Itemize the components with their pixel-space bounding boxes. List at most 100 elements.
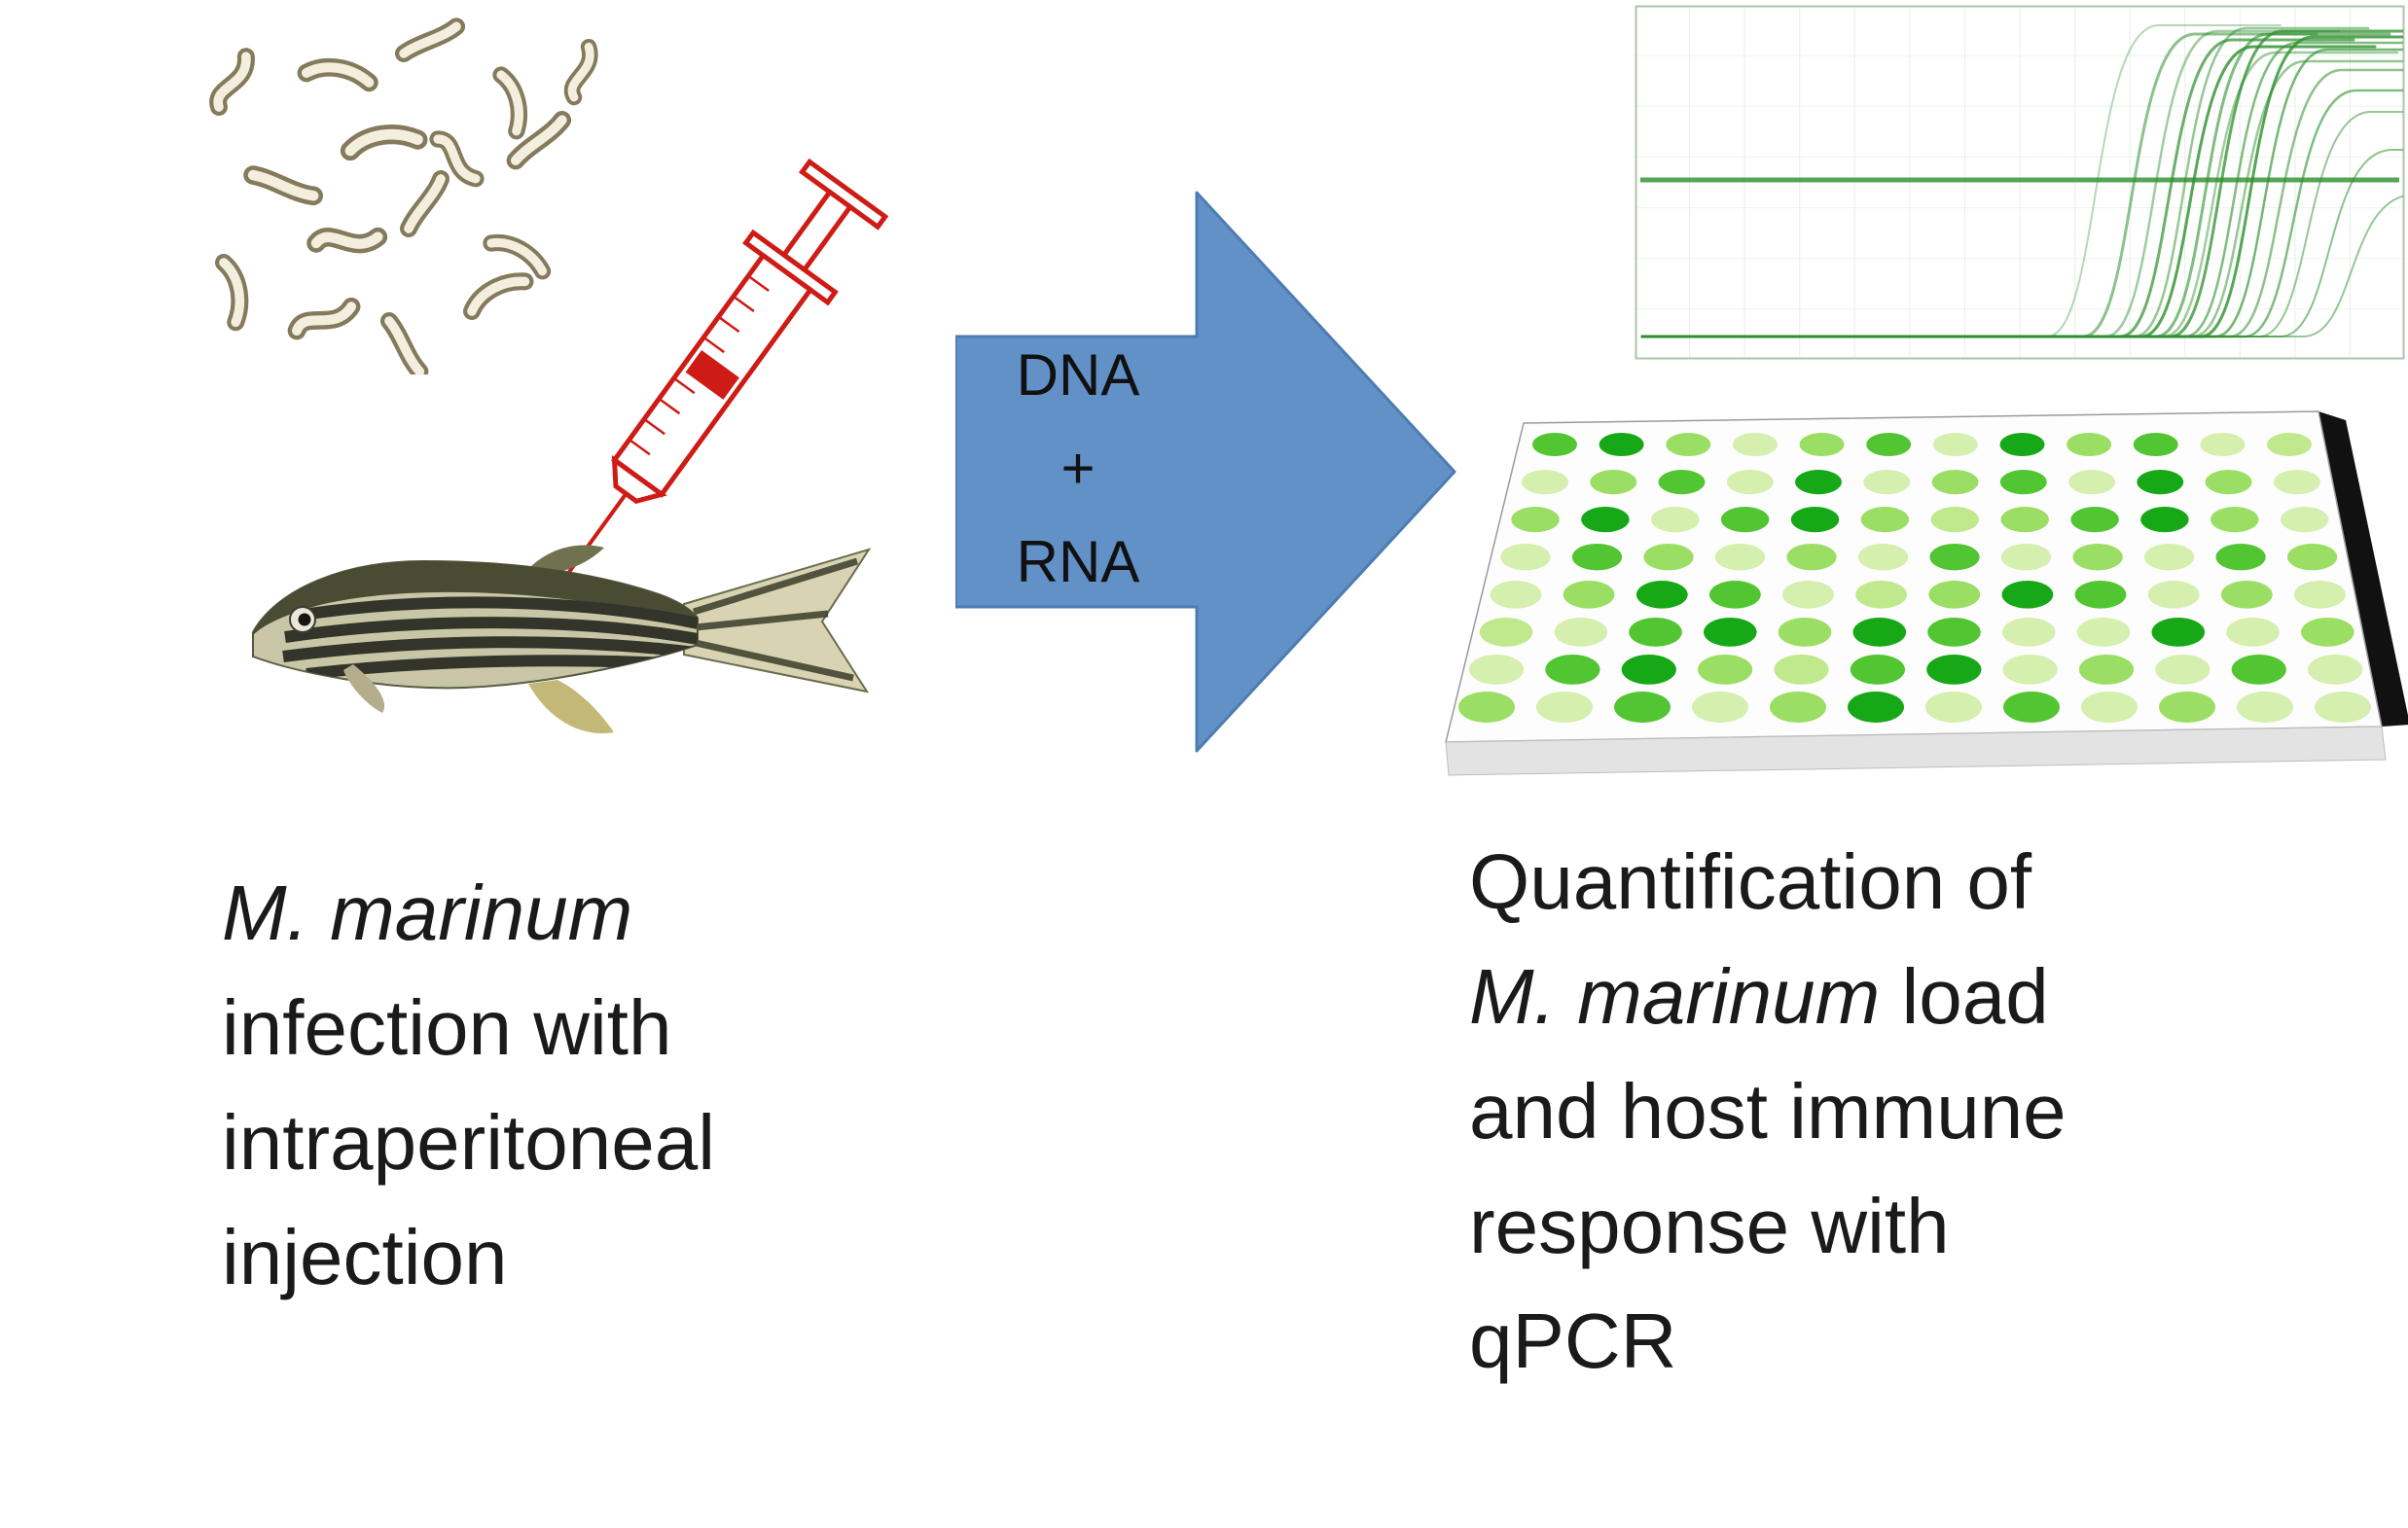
plate-well (2151, 618, 2206, 647)
plate-well (1522, 470, 1568, 495)
plate-well (2001, 581, 2054, 609)
plate-well (1614, 692, 1671, 723)
plate-well (2205, 470, 2252, 495)
right-caption-line1: Quantification of (1469, 838, 2032, 925)
right-caption-line5: qPCR (1469, 1297, 1677, 1384)
plate-well (2081, 692, 2138, 723)
plate-well (2301, 618, 2354, 647)
qpcr-amplification-plot (1635, 5, 2405, 360)
plate-well (1857, 544, 1909, 571)
fish-tail-stripes (692, 557, 859, 682)
plate-well (1698, 655, 1753, 685)
syringe-plunger-rod (780, 188, 854, 273)
plate-well (2231, 655, 2286, 685)
fish-anal-fin (528, 680, 614, 734)
plate-well (1790, 507, 1840, 533)
plate-well (2147, 581, 2200, 609)
plate-well (1770, 692, 1826, 723)
plate-well (2002, 655, 2058, 685)
plate-well (1860, 507, 1910, 533)
plate-well (1651, 507, 1700, 533)
well-plate-icon (1445, 410, 2408, 776)
plate-well (1581, 507, 1630, 533)
plate-well (1932, 433, 1978, 456)
plate-well (1532, 433, 1577, 456)
flow-arrow-icon (955, 191, 1456, 753)
plate-well (1629, 618, 1682, 647)
plate-well (1866, 433, 1912, 456)
plate-well (1927, 618, 1981, 647)
plate-well (2000, 544, 2052, 571)
qpcr-curves (1640, 24, 2403, 338)
plate-well (2210, 507, 2259, 533)
plate-well (1720, 507, 1770, 533)
plate-wells (1458, 433, 2371, 723)
plate-well (1778, 618, 1832, 647)
plate-well (1590, 470, 1637, 495)
plate-well (1468, 655, 1525, 685)
plate-well (1774, 655, 1829, 685)
plate-well (2070, 507, 2119, 533)
right-caption: Quantification of M. marinum load and ho… (1469, 825, 2067, 1399)
plate-well (1621, 655, 1676, 685)
plate-well (1782, 581, 1834, 609)
left-caption-line3: intraperitoneal (222, 1099, 715, 1186)
plate-well (1931, 470, 1979, 495)
plate-well (1926, 655, 1982, 685)
plate-well (1709, 581, 1761, 609)
plate-well (1536, 692, 1593, 723)
arrow-label-line-dna: DNA (1016, 342, 1140, 408)
plate-well (1545, 655, 1600, 685)
fish-dorsal-fin (528, 545, 604, 575)
plate-well (1490, 581, 1542, 609)
flow-arrow (955, 191, 1456, 753)
plate-well (2076, 618, 2131, 647)
plate-well (2200, 433, 2246, 456)
plate-well (2308, 655, 2363, 685)
syringe-tip (611, 454, 667, 504)
plate-well (2137, 470, 2184, 495)
plate-well (1658, 470, 1706, 495)
plate-well (1635, 581, 1688, 609)
plate-well (1571, 544, 1623, 571)
plate-well (1554, 618, 1608, 647)
plate-well (2237, 692, 2293, 723)
fish-eye-pupil (298, 613, 311, 626)
plate-well (1726, 470, 1774, 495)
plate-well (2144, 544, 2195, 571)
plate-well (1458, 692, 1515, 723)
plate-well (2315, 692, 2371, 723)
plate-front-face (1445, 726, 2387, 776)
plate-well (2226, 618, 2280, 647)
plate-well (2133, 433, 2178, 456)
arrow-label: DNA + RNA (961, 329, 1195, 609)
plate-well (2072, 544, 2123, 571)
right-caption-line2-rest: load (1880, 953, 2049, 1040)
plate-well (1692, 692, 1748, 723)
plate-well (2000, 507, 2049, 533)
plate-well (1666, 433, 1711, 456)
plate-well (2220, 581, 2273, 609)
plate-well (1714, 544, 1766, 571)
plate-well (1563, 581, 1615, 609)
plate-well (1855, 581, 1907, 609)
plate-well (2068, 470, 2115, 495)
plate-well (2294, 581, 2346, 609)
plate-well (1929, 544, 1980, 571)
plate-well (2267, 433, 2312, 456)
plate-side-face (2318, 411, 2408, 727)
plate-well (2281, 507, 2329, 533)
plate-well (1863, 470, 1911, 495)
plate-well (1795, 470, 1842, 495)
plate-well (1643, 544, 1694, 571)
left-caption-line2: infection with (222, 984, 672, 1071)
plate-well (1599, 433, 1644, 456)
syringe-plunger-seal (685, 350, 739, 400)
plate-well (1928, 581, 1981, 609)
plate-well (2074, 581, 2127, 609)
plate-well (1479, 618, 1533, 647)
plate-well (1799, 433, 1845, 456)
plate-well (2140, 507, 2189, 533)
plate-top-face (1445, 410, 2383, 743)
